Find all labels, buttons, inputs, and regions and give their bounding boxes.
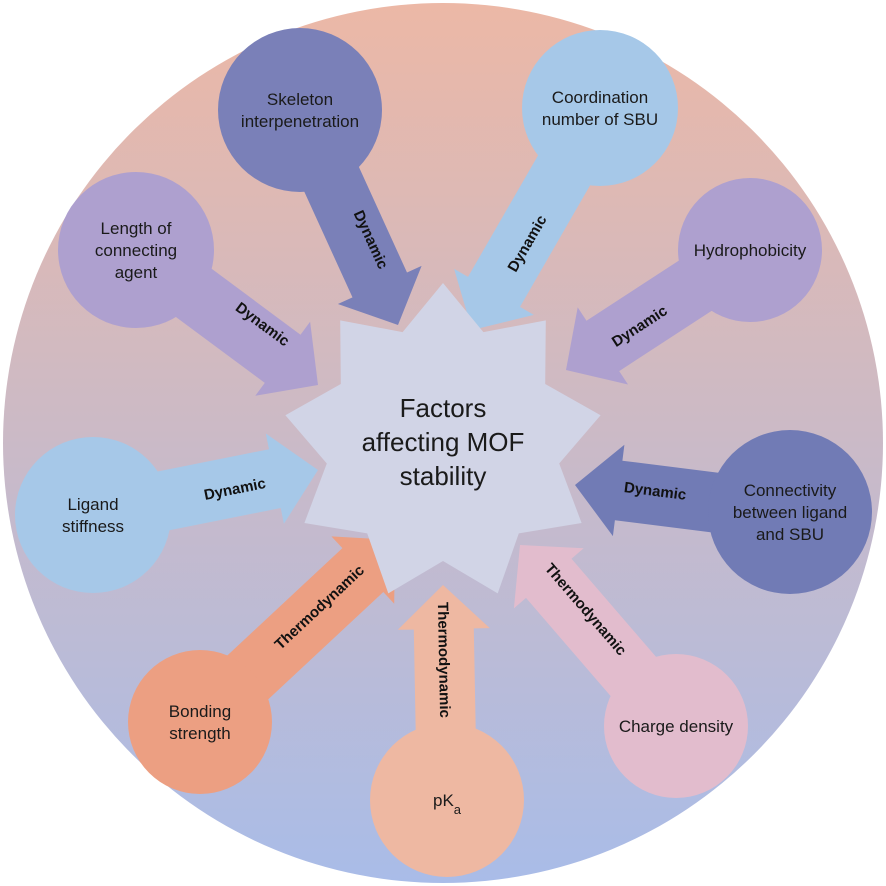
factor-arrows (15, 28, 872, 877)
bubble-hydrophob (678, 178, 822, 322)
bubble-connectivity (708, 430, 872, 594)
factor-label-charge: Charge density (619, 717, 734, 736)
factor-label-pka: pKa (433, 791, 462, 817)
factor-pka (370, 585, 524, 877)
factor-stiffness (15, 433, 318, 593)
factor-bonding (128, 536, 395, 794)
bubble-charge (604, 654, 748, 798)
bubble-bonding (128, 650, 272, 794)
factor-charge (513, 545, 748, 798)
category-label-pka: Thermodynamic (434, 602, 453, 718)
factor-connectivity (575, 430, 872, 594)
bubble-pka (370, 723, 524, 877)
factor-skeleton (218, 28, 422, 325)
factor-length (58, 172, 318, 396)
bubble-length (58, 172, 214, 328)
bubble-stiffness (15, 437, 171, 593)
bubble-skeleton (218, 28, 382, 192)
bubble-coordination (522, 30, 678, 186)
center-star (285, 283, 601, 594)
factor-coordination (454, 30, 678, 330)
factor-label-hydrophob: Hydrophobicity (694, 241, 807, 260)
factor-hydrophob (566, 178, 822, 385)
